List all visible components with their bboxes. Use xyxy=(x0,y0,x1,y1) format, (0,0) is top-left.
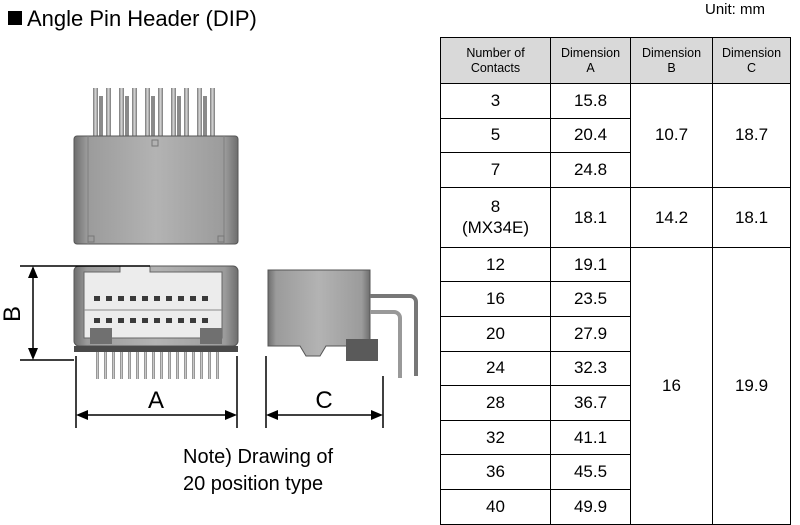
dimension-b xyxy=(20,265,150,361)
dimension-a-cell: 27.9 xyxy=(550,315,631,352)
dimension-a-cell: 45.5 xyxy=(550,454,631,490)
dimension-a-cell: 15.8 xyxy=(550,83,631,119)
dimension-b-cell: 16 xyxy=(630,246,713,525)
dimension-a-cell: 20.4 xyxy=(550,117,631,154)
drawing-note: Note) Drawing of 20 position type xyxy=(183,446,334,495)
dimension-a-cell: 18.1 xyxy=(550,186,631,248)
contacts-cell: 24 xyxy=(440,350,551,387)
contacts-cell: 20 xyxy=(440,315,551,352)
dimension-a-cell: 36.7 xyxy=(550,385,631,421)
contact-slots xyxy=(94,296,208,323)
top-view-pins xyxy=(93,88,215,138)
contacts-cell: 36 xyxy=(440,454,551,490)
table-row: 8(MX34E) 18.1 14.2 18.1 xyxy=(440,186,791,248)
dimension-a-cell: 32.3 xyxy=(550,350,631,387)
contacts-cell: 5 xyxy=(440,117,551,154)
table-row: 7 24.8 xyxy=(440,152,791,188)
dimension-a-cell: 23.5 xyxy=(550,281,631,317)
dimension-c-cell: 19.9 xyxy=(712,246,791,525)
table-row: 12 19.1 16 19.9 xyxy=(440,246,791,525)
contacts-cell: 28 xyxy=(440,385,551,421)
unit-label: Unit: mm xyxy=(705,1,765,18)
contacts-cell: 40 xyxy=(440,488,551,525)
table-row: 40 49.9 xyxy=(440,488,791,525)
contacts-cell: 16 xyxy=(440,281,551,317)
side-view xyxy=(267,269,418,378)
dimension-a xyxy=(75,356,238,428)
connector-drawing: B A C xyxy=(0,88,418,428)
contacts-cell: 8(MX34E) xyxy=(440,186,551,248)
front-view xyxy=(73,265,239,379)
dimension-b-label: B xyxy=(0,306,26,322)
dimension-a-cell: 24.8 xyxy=(550,152,631,188)
dimension-a-cell: 19.1 xyxy=(550,246,631,283)
dimension-c-cell: 18.7 xyxy=(712,83,791,188)
table-row: 32 41.1 xyxy=(440,419,791,456)
contacts-cell: 3 xyxy=(440,83,551,119)
contacts-cell: 12 xyxy=(440,246,551,283)
dimension-b-cell: 10.7 xyxy=(630,83,713,188)
top-view xyxy=(73,88,239,245)
square-bullet-icon xyxy=(8,11,22,25)
front-view-pins xyxy=(96,343,219,379)
table-row: 20 27.9 xyxy=(440,315,791,352)
table-row: 3 15.8 10.7 18.7 xyxy=(440,83,791,188)
page-title: Angle Pin Header (DIP) xyxy=(8,6,257,32)
contacts-cell: 32 xyxy=(440,419,551,456)
table-row: 24 32.3 xyxy=(440,350,791,387)
dimension-a-cell: 41.1 xyxy=(550,419,631,456)
table-row: 28 36.7 xyxy=(440,385,791,421)
dimension-a-cell: 49.9 xyxy=(550,488,631,525)
dimension-a-label: A xyxy=(148,387,164,414)
dimension-c-cell: 18.1 xyxy=(712,186,791,248)
contacts-cell: 7 xyxy=(440,152,551,188)
dimension-c-label: C xyxy=(315,387,332,414)
dimension-b-cell: 14.2 xyxy=(630,186,713,248)
table-row: 16 23.5 xyxy=(440,281,791,317)
dimension-c xyxy=(265,356,384,428)
